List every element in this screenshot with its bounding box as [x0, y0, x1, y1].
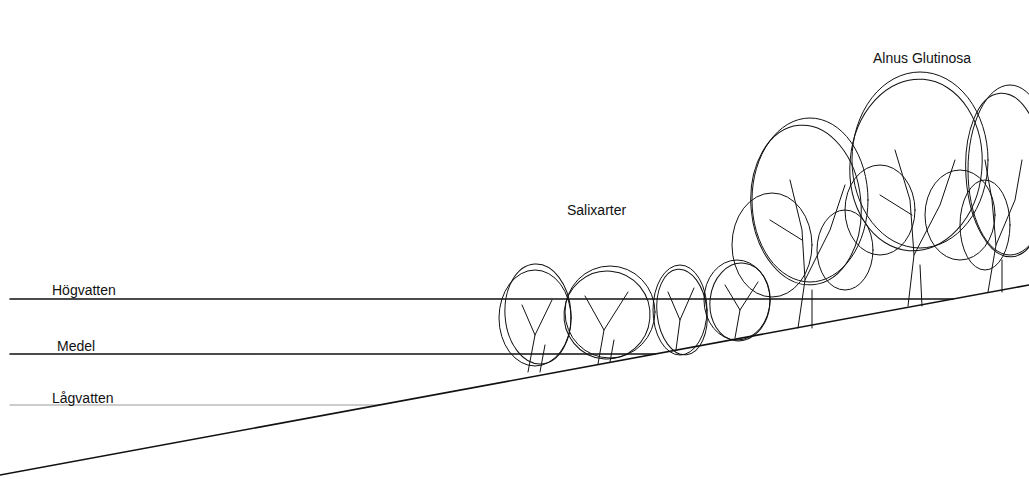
- species-label: Alnus Glutinosa: [873, 50, 971, 66]
- ground-slope: [0, 285, 1029, 475]
- water-level-label: Lågvatten: [52, 390, 114, 406]
- water-level-label: Medel: [57, 338, 95, 354]
- water-level-label: Högvatten: [52, 282, 116, 298]
- species-label: Salixarter: [567, 202, 626, 218]
- alder-trees: [732, 72, 1029, 328]
- willow-bushes: [499, 260, 774, 372]
